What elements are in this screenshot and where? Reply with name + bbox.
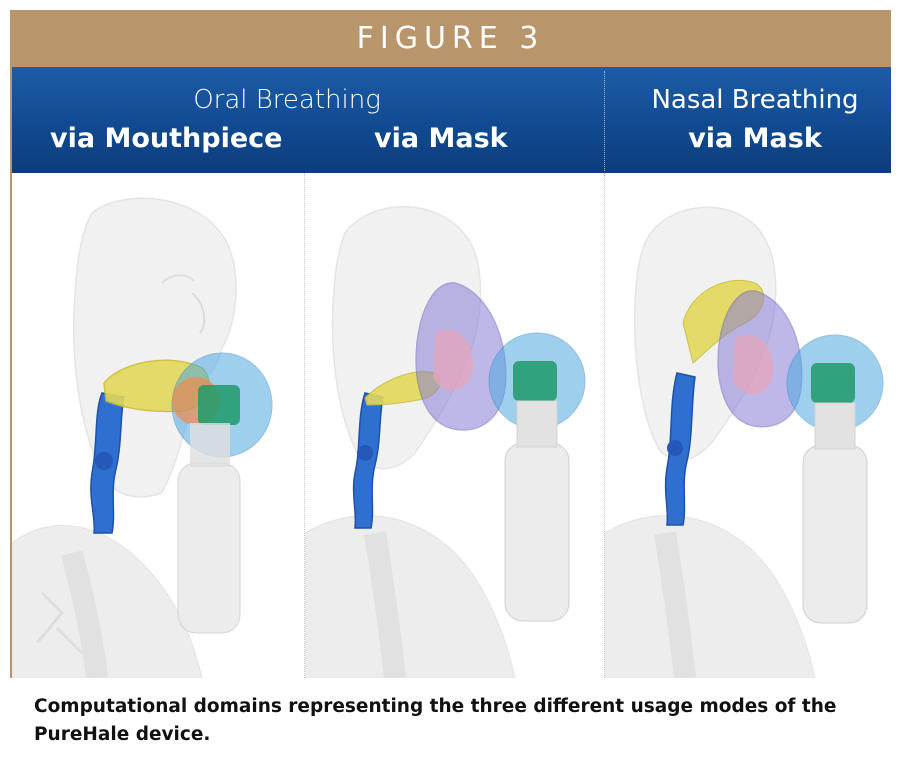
torso-silhouette	[605, 516, 815, 678]
header-band: Oral Breathing via Mouthpiece via Mask N…	[12, 67, 891, 173]
band-divider	[604, 71, 605, 171]
oral-mask-label: via Mask	[374, 123, 508, 154]
torso-silhouette	[12, 526, 202, 678]
spacer-device	[787, 335, 883, 623]
panel-oral-mask	[304, 173, 605, 678]
torso-silhouette	[305, 516, 515, 678]
oral-mouthpiece-label: via Mouthpiece	[50, 123, 282, 154]
mouthpiece-model-illustration	[12, 173, 304, 678]
nasal-breathing-title: Nasal Breathing	[618, 85, 892, 115]
panel-oral-mouthpiece	[12, 173, 304, 678]
spacer-device	[172, 353, 272, 633]
nasal-mask-model-illustration	[605, 173, 892, 678]
panel-nasal-mask	[604, 173, 892, 678]
oral-breathing-title: Oral Breathing	[132, 85, 442, 115]
figure-caption: Computational domains representing the t…	[34, 693, 874, 749]
nasal-mask-label: via Mask	[618, 123, 892, 154]
face-mask	[416, 283, 506, 430]
face-mask	[718, 291, 801, 427]
oral-mask-model-illustration	[305, 173, 605, 678]
model-panels	[12, 173, 891, 678]
spacer-device	[489, 333, 585, 621]
